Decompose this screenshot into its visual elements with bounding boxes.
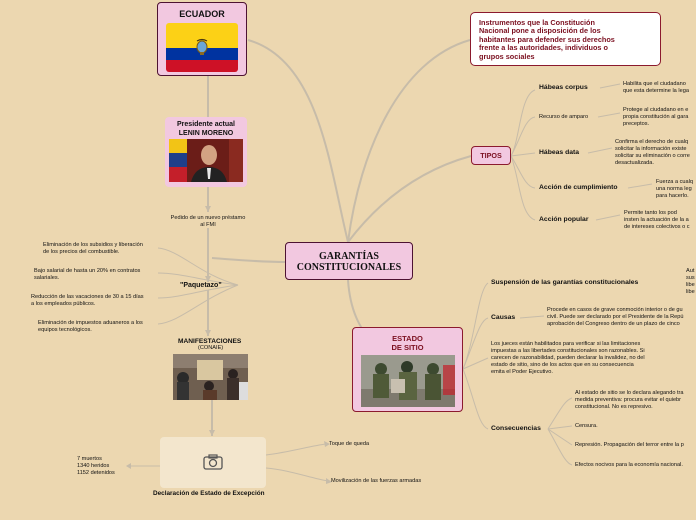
manifestations-label: MANIFESTACIONES <box>178 338 242 345</box>
president-label: Presidente actual <box>177 121 235 128</box>
paquetazo-label: "Paquetazo" <box>180 282 222 289</box>
president-node[interactable]: Presidente actual LENIN MORENO <box>165 117 247 187</box>
estado-de-sitio-node[interactable]: ESTADO DE SITIO <box>352 327 463 412</box>
paquetazo-item: Reducción de las vacaciones de 30 a 15 d… <box>31 294 144 307</box>
ecuador-node[interactable]: ECUADOR <box>157 2 247 76</box>
central-topic-line2: CONSTITUCIONALES <box>296 262 402 273</box>
tipo-name: Hábeas corpus <box>539 84 588 91</box>
consecuencia-item: Censura. <box>575 423 598 429</box>
consecuencia-item: Represión. Propagación del terror entre … <box>575 442 684 448</box>
estado-line1: ESTADO <box>392 334 423 343</box>
paquetazo-item: Eliminación de impuestos aduaneros a los… <box>38 320 143 333</box>
tipo-name: Acción de cumplimiento <box>539 184 618 191</box>
curfew-text: Toque de queda <box>329 441 370 447</box>
central-topic[interactable]: GARANTÍAS CONSTITUCIONALES <box>285 242 413 280</box>
tipos-node[interactable]: TIPOS <box>471 146 511 165</box>
armed-forces-text: Movilización de las fuerzas armadas <box>331 478 422 484</box>
estado-photo <box>361 355 455 407</box>
declaration-title: Declaración de Estado de Excepción <box>153 490 265 497</box>
causas-desc: Procede en casos de grave conmoción inte… <box>547 307 684 327</box>
declaration-image-placeholder <box>160 437 266 488</box>
tipo-name: Acción popular <box>539 216 589 223</box>
estado-line2: DE SITIO <box>391 343 424 352</box>
paquetazo-item: Bajo salarial de hasta un 20% en contrat… <box>34 268 141 281</box>
ecuador-flag-icon <box>166 23 238 72</box>
consecuencias-label: Consecuencias <box>491 425 541 432</box>
suspension-label: Suspensión de las garantías constitucion… <box>491 279 639 286</box>
consecuencia-item: Al estado de sitio se lo declara alegand… <box>575 390 684 410</box>
judges-text: Los jueces están habilitados para verifi… <box>491 341 645 375</box>
camera-icon <box>203 454 223 470</box>
central-topic-line1: GARANTÍAS <box>318 251 379 262</box>
tipo-name: Recurso de amparo <box>539 114 589 120</box>
paquetazo-item: Eliminación de los subsidios y liberació… <box>43 242 143 255</box>
ecuador-title: ECUADOR <box>179 9 225 19</box>
president-photo <box>169 139 243 182</box>
causas-label: Causas <box>491 314 516 321</box>
protest-photo <box>173 354 248 400</box>
consecuencia-item: Efectos nocivos para la economía naciona… <box>575 462 683 468</box>
manifestations-sub: (CONAIE) <box>198 345 224 351</box>
tipo-name: Hábeas data <box>539 149 580 156</box>
president-name: LENIN MORENO <box>178 130 234 137</box>
